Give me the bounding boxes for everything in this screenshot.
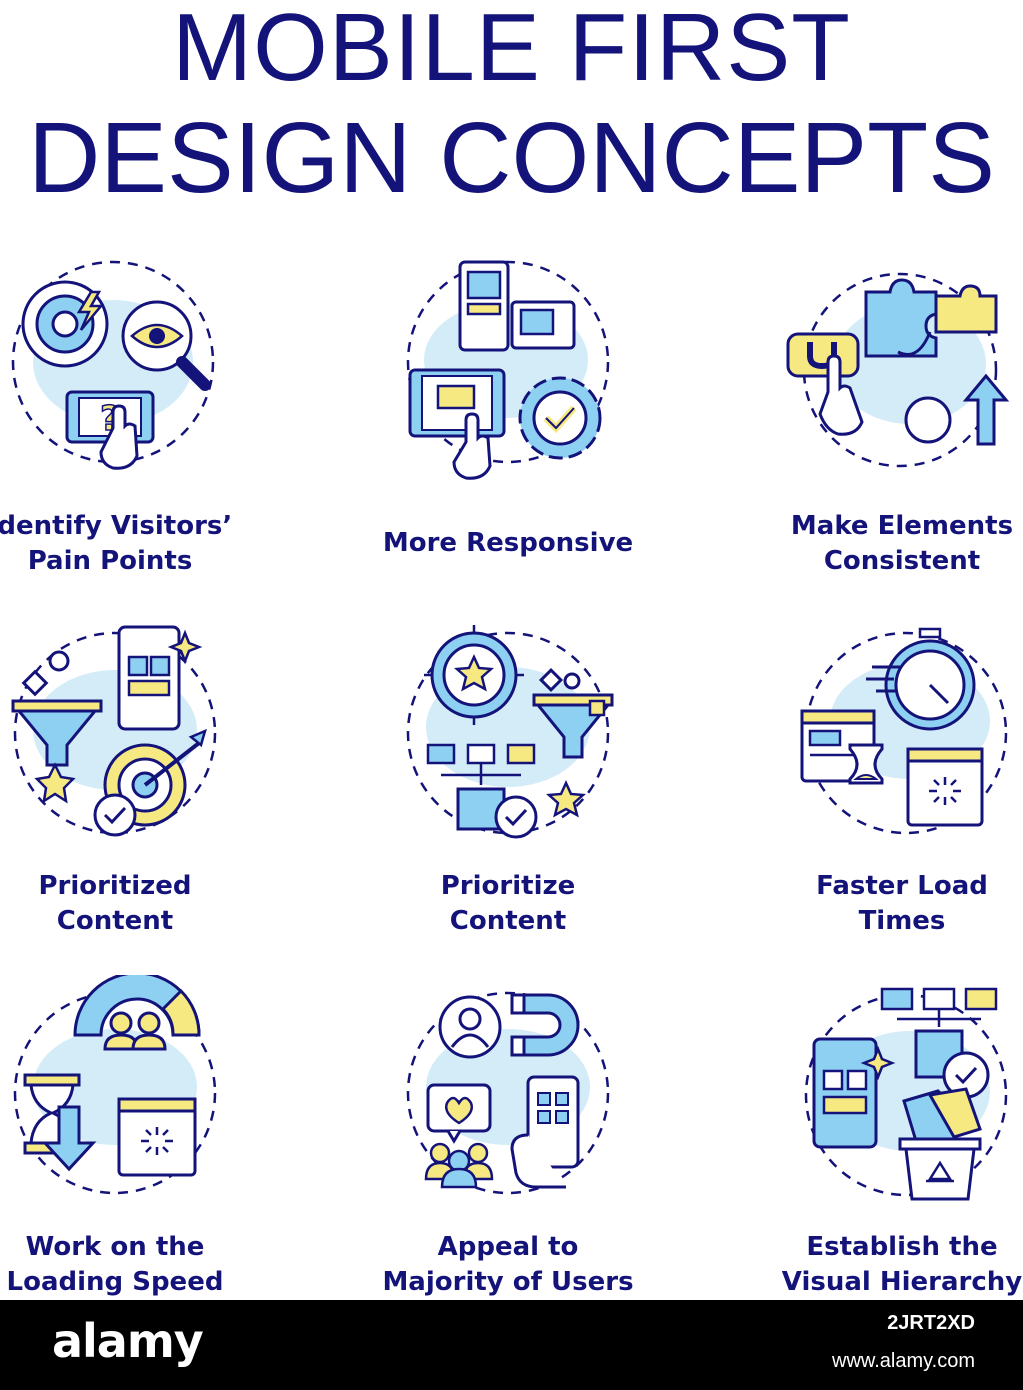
concept-label-7: Work on the Loading Speed (6, 1232, 224, 1297)
footer-bar: alamy 2JRT2XD www.alamy.com (0, 1300, 1023, 1390)
brand-logo: alamy (52, 1314, 204, 1368)
concept-label-9: Establish the Visual Hierarchy (781, 1232, 1023, 1297)
site-url: www.alamy.com (832, 1350, 975, 1372)
concept-label-5: Prioritize Content (440, 871, 576, 936)
concept-label-6: Faster Load Times (816, 871, 988, 936)
responsive-devices-gear-icon (388, 252, 628, 492)
target-eye-phone-icon: ? (0, 252, 235, 492)
page-title-line-1: MOBILE FIRST (172, 0, 851, 101)
hierarchy-phone-recycle-icon (780, 975, 1020, 1215)
puzzle-magnet-hands-icon (780, 252, 1020, 492)
funnel-phone-target-icon (0, 615, 235, 855)
star-target-funnel-chart-icon (388, 615, 628, 855)
concept-label-2: More Responsive (382, 528, 634, 558)
concept-label-4: Prioritized Content (38, 871, 192, 936)
stopwatch-hourglass-windows-icon (780, 615, 1020, 855)
concept-label-1: Identify Visitors’ Pain Points (0, 511, 233, 576)
user-magnet-phone-icon (388, 975, 628, 1215)
page-title-line-2: DESIGN CONCEPTS (28, 102, 995, 214)
concept-label-8: Appeal to Majority of Users (382, 1232, 634, 1297)
image-id: 2JRT2XD (887, 1312, 975, 1334)
concept-label-3: Make Elements Consistent (790, 511, 1014, 576)
gauge-hourglass-arrow-icon (0, 975, 235, 1215)
